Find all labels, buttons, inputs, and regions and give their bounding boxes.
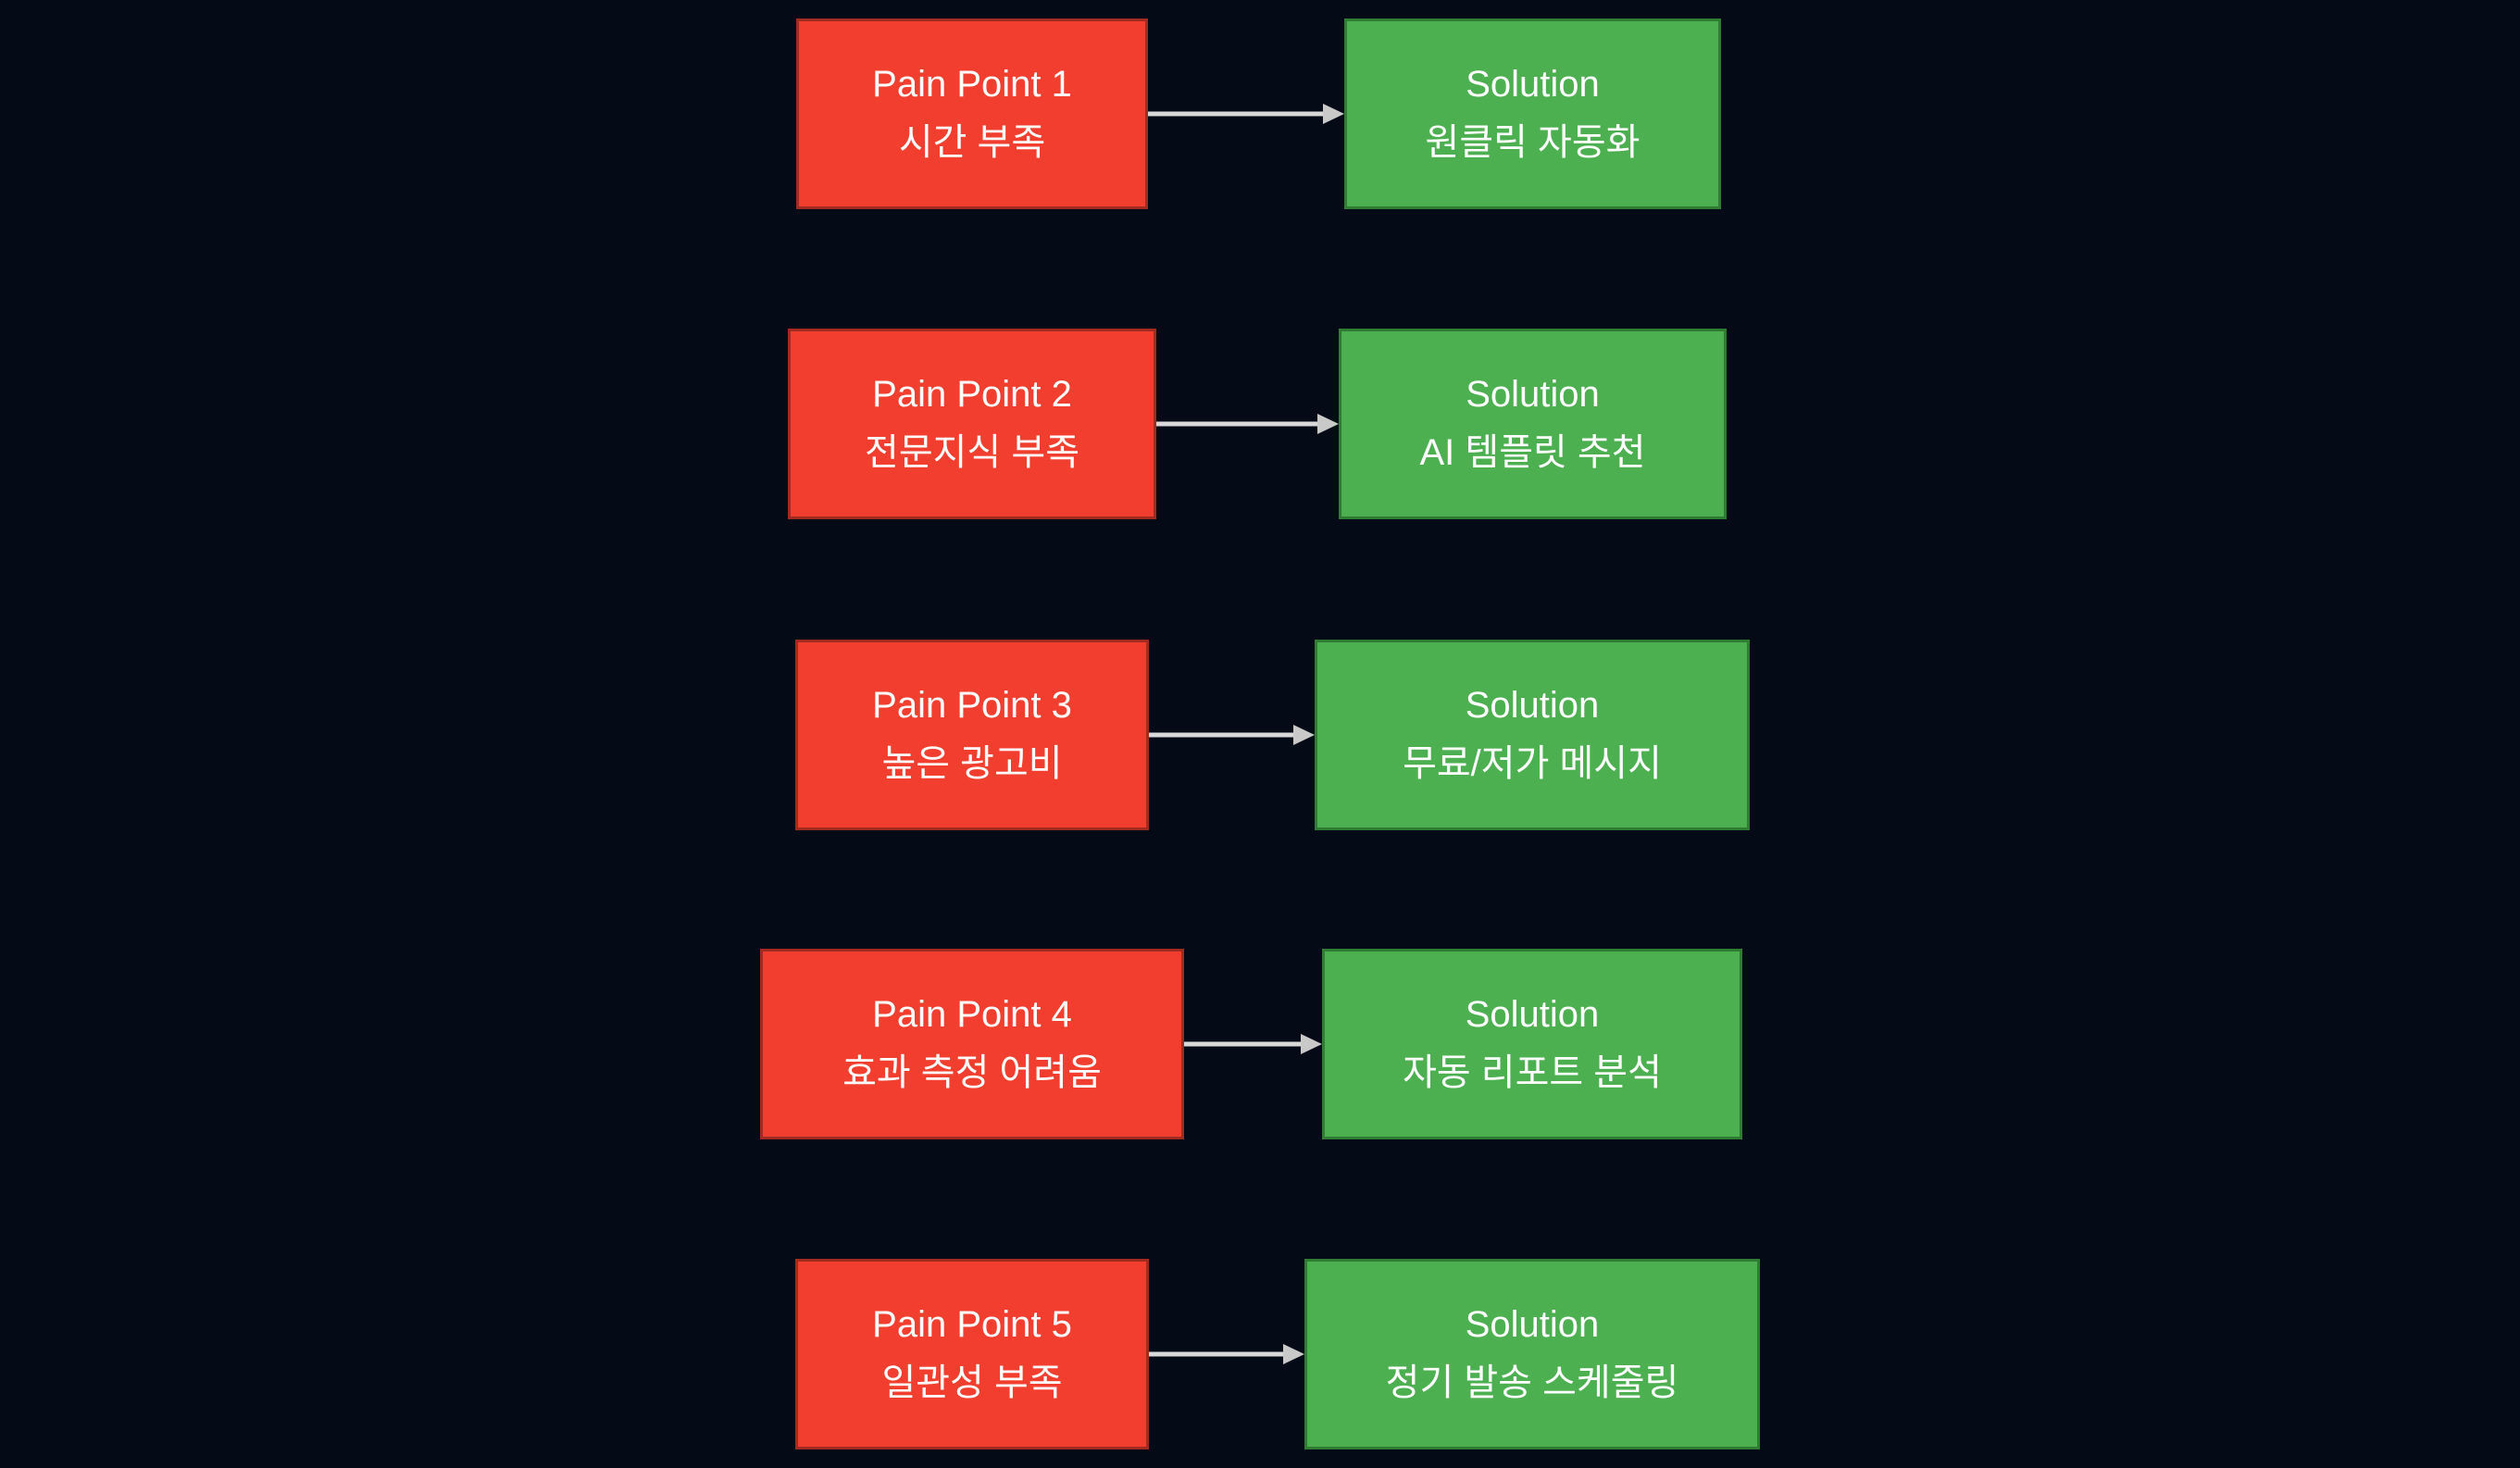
pain-point-2-box: Pain Point 2 전문지식 부족 (788, 329, 1156, 519)
solution-2-title: Solution (1466, 374, 1600, 415)
pain-point-2-title: Pain Point 2 (872, 374, 1072, 415)
pain-point-4-subtitle: 효과 측정 어려움 (842, 1052, 1102, 1093)
solution-1-title: Solution (1466, 64, 1600, 105)
pain-point-1-title: Pain Point 1 (872, 64, 1072, 105)
arrow-shaft (1156, 421, 1324, 427)
pain-point-3-box: Pain Point 3 높은 광고비 (795, 640, 1149, 830)
solution-3-box: Solution 무료/저가 메시지 (1315, 640, 1750, 830)
solution-1-box: Solution 원클릭 자동화 (1344, 19, 1721, 209)
pain-point-1-subtitle: 시간 부족 (898, 122, 1046, 163)
arrow-head-icon (1293, 725, 1315, 745)
solution-1-subtitle: 원클릭 자동화 (1425, 122, 1640, 163)
arrow-head-icon (1317, 414, 1339, 434)
arrow-connector-3 (1149, 721, 1315, 749)
arrow-connector-2 (1156, 410, 1339, 438)
solution-3-title: Solution (1465, 685, 1600, 726)
pain-point-2-subtitle: 전문지식 부족 (865, 432, 1079, 473)
solution-2-box: Solution AI 템플릿 추천 (1339, 329, 1727, 519)
arrow-shaft (1148, 111, 1329, 117)
pain-point-5-subtitle: 일관성 부족 (881, 1362, 1063, 1403)
pain-point-5-title: Pain Point 5 (872, 1304, 1072, 1345)
arrow-connector-4 (1184, 1030, 1322, 1058)
pain-point-3-subtitle: 높은 광고비 (881, 743, 1063, 784)
pain-point-1-box: Pain Point 1 시간 부족 (796, 19, 1148, 209)
pain-point-4-box: Pain Point 4 효과 측정 어려움 (760, 949, 1184, 1139)
solution-4-box: Solution 자동 리포트 분석 (1322, 949, 1742, 1139)
arrow-connector-1 (1148, 100, 1344, 128)
pain-point-4-title: Pain Point 4 (872, 994, 1072, 1035)
arrow-connector-5 (1149, 1340, 1304, 1368)
solution-3-subtitle: 무료/저가 메시지 (1403, 743, 1662, 784)
solution-5-box: Solution 정기 발송 스케줄링 (1304, 1259, 1760, 1449)
solution-5-title: Solution (1465, 1304, 1600, 1345)
arrow-shaft (1149, 732, 1300, 738)
solution-4-title: Solution (1465, 994, 1600, 1035)
arrow-head-icon (1323, 104, 1344, 124)
pain-point-5-box: Pain Point 5 일관성 부족 (795, 1259, 1149, 1449)
arrow-head-icon (1283, 1344, 1304, 1364)
solution-2-subtitle: AI 템플릿 추천 (1419, 432, 1646, 473)
solution-5-subtitle: 정기 발송 스케줄링 (1385, 1362, 1679, 1403)
arrow-shaft (1149, 1351, 1290, 1357)
pain-point-3-title: Pain Point 3 (872, 685, 1072, 726)
arrow-head-icon (1301, 1034, 1322, 1054)
arrow-shaft (1184, 1041, 1307, 1047)
solution-4-subtitle: 자동 리포트 분석 (1403, 1052, 1662, 1093)
